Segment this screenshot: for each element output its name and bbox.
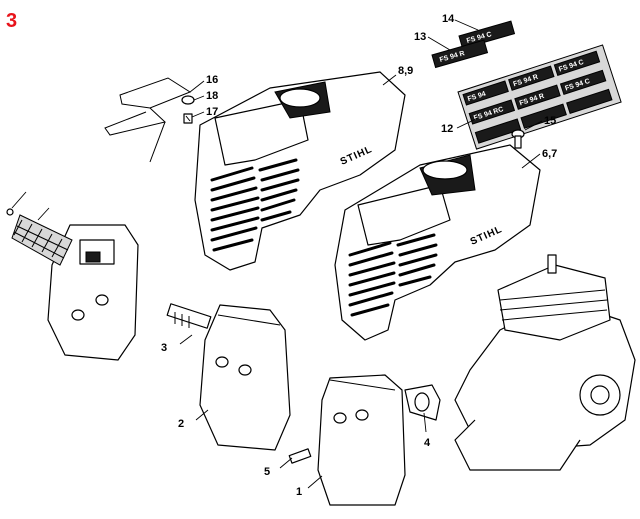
- callout-5: 5: [264, 466, 270, 478]
- wire-bail: [104, 77, 195, 163]
- leader-lines: [11, 19, 543, 489]
- callout-12: 14: [442, 13, 455, 25]
- screw-15: [183, 113, 193, 124]
- figure-number: 3: [6, 10, 17, 32]
- shroud-lower: STIHL: [334, 144, 541, 341]
- callout-11: 13: [414, 31, 426, 43]
- shroud-upper-fins: [210, 158, 300, 252]
- callouts: 14 13 8,9 12 15 6,7 16 18 17 3 2 4 5 1: [161, 13, 557, 498]
- shroud-upper: STIHL: [194, 71, 406, 271]
- callout-15: 17: [206, 106, 218, 118]
- callout-1: 1: [296, 486, 302, 498]
- callout-6-7: 6,7: [542, 148, 557, 160]
- callout-3: 3: [161, 342, 167, 354]
- decal-12: FS 94 C: [458, 20, 516, 50]
- callout-4: 4: [424, 437, 431, 449]
- fitting-3: [166, 303, 212, 329]
- decal-10-sheet: FS 94 FS 94 R FS 94 C FS 94 RC FS 94 R F…: [457, 44, 622, 150]
- callout-10: 12: [441, 123, 453, 135]
- callout-14: 16: [206, 74, 218, 86]
- muffler-2: [199, 304, 291, 451]
- shroud-lower-fins: [348, 233, 438, 317]
- callout-13: 15: [544, 115, 556, 127]
- gasket-4: [404, 384, 441, 421]
- callout-2: 2: [178, 418, 184, 430]
- decal-11: FS 94 R: [431, 39, 489, 69]
- callout-16: 18: [206, 90, 218, 102]
- engine-block: [454, 254, 636, 471]
- screw-5: [288, 448, 312, 464]
- muffler-shell: [47, 224, 139, 361]
- muffler-1: [317, 374, 406, 506]
- callout-8-9: 8,9: [398, 65, 413, 77]
- screw-13: [511, 129, 525, 149]
- spark-screen-17: [11, 214, 73, 266]
- screw-18: [6, 208, 14, 216]
